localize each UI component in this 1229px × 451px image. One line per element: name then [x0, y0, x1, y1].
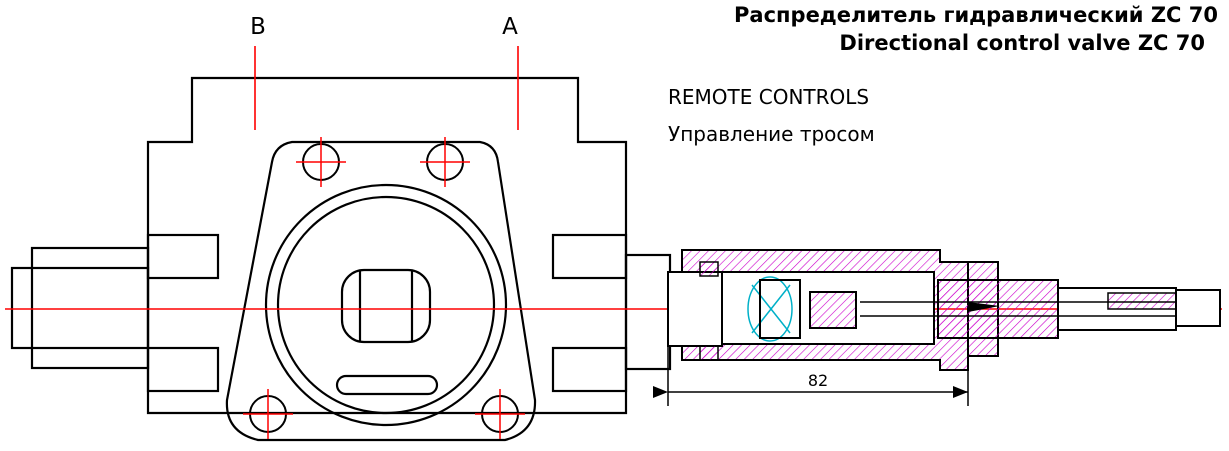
subtitle-en: REMOTE CONTROLS	[668, 85, 869, 109]
port-b-label: B	[250, 14, 266, 40]
bolt-holes	[243, 137, 525, 439]
remote-control-assembly	[667, 249, 1221, 371]
centerlines	[5, 46, 1222, 310]
port-a-label: A	[502, 14, 518, 40]
valve-body	[10, 76, 672, 442]
subtitle-ru: Управление тросом	[668, 122, 875, 146]
title-en: Directional control valve ZC 70	[839, 31, 1205, 55]
spring	[747, 276, 793, 342]
dimension-82	[653, 346, 969, 406]
dimension-82-label: 82	[808, 371, 828, 390]
title-ru: Распределитель гидравлический ZC 70	[734, 3, 1218, 27]
